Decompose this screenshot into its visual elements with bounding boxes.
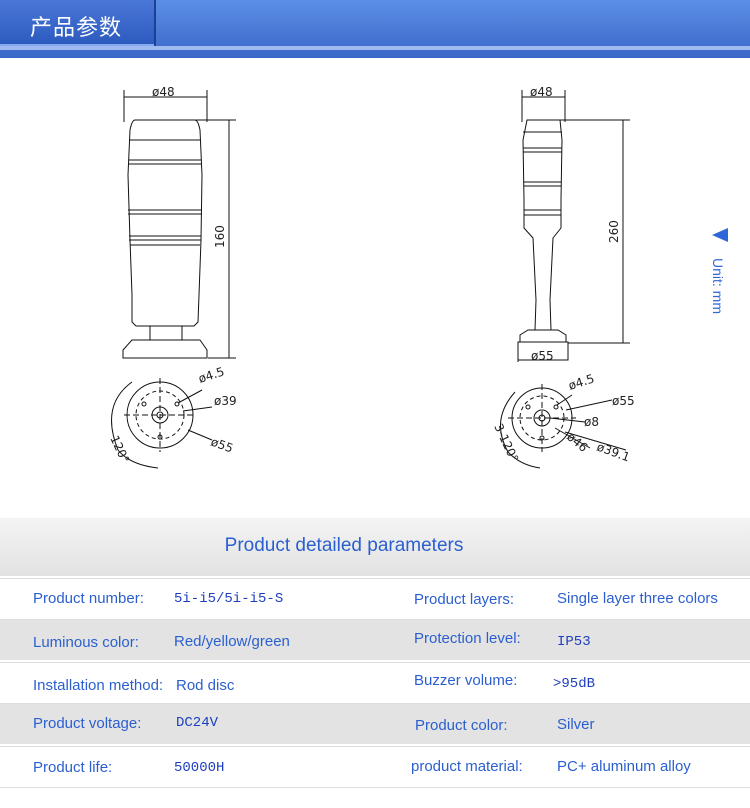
left-angle: 120° bbox=[107, 433, 132, 465]
param-label: Product voltage: bbox=[33, 715, 142, 732]
param-value: Silver bbox=[557, 716, 595, 733]
right-center-diameter: ø8 bbox=[584, 415, 599, 429]
param-label: Buzzer volume: bbox=[414, 672, 518, 689]
param-label: Product number: bbox=[33, 590, 144, 607]
right-hole-diameter: ø4.5 bbox=[567, 371, 596, 392]
param-label: Luminous color: bbox=[33, 634, 139, 651]
param-label: Product life: bbox=[33, 759, 113, 776]
right-tower-drawing: ø48 ø55 260 ø4.5 ø55 ø8 ø46 bbox=[491, 85, 635, 469]
header-tab bbox=[0, 0, 156, 46]
param-value: Single layer three colors bbox=[557, 590, 718, 607]
header-rule bbox=[0, 46, 750, 50]
right-angle: 3-120° bbox=[491, 421, 521, 464]
param-value: 5i-i5/5i-i5-S bbox=[174, 591, 284, 607]
params-row: Product life: 50000H product material: P… bbox=[0, 746, 750, 788]
left-hole-diameter: ø4.5 bbox=[197, 364, 226, 385]
param-value: PC+ aluminum alloy bbox=[557, 758, 691, 775]
param-value: Rod disc bbox=[176, 677, 235, 694]
left-top-diameter: ø48 bbox=[152, 85, 175, 99]
right-top-diameter: ø48 bbox=[530, 85, 553, 99]
unit-arrow-icon bbox=[712, 228, 728, 242]
right-height: 260 bbox=[607, 220, 621, 243]
technical-drawings: ø48 160 ø4.5 ø39 ø55 120° bbox=[107, 85, 635, 469]
left-tower-drawing: ø48 160 ø4.5 ø39 ø55 120° bbox=[107, 85, 237, 469]
params-title: Product detailed parameters bbox=[224, 535, 464, 556]
param-label: Installation method: bbox=[33, 677, 164, 694]
unit-label: Unit: mm bbox=[710, 258, 726, 314]
section-header: 产品参数 bbox=[0, 0, 750, 58]
param-label: Product color: bbox=[415, 717, 508, 734]
params-row: Installation method: Rod disc Buzzer vol… bbox=[0, 662, 750, 704]
right-base-diameter: ø55 bbox=[612, 394, 635, 408]
right-base-width: ø55 bbox=[531, 349, 554, 363]
left-height: 160 bbox=[213, 225, 227, 248]
left-bolt-circle: ø39 bbox=[214, 394, 237, 408]
param-label: product material: bbox=[411, 758, 523, 775]
param-value: IP53 bbox=[557, 634, 591, 650]
param-value: Red/yellow/green bbox=[174, 633, 290, 650]
params-row: Product number: 5i-i5/5i-i5-S Product la… bbox=[0, 578, 750, 620]
param-value: DC24V bbox=[176, 715, 219, 731]
right-bolt-circle: ø39.1 bbox=[595, 440, 632, 465]
param-label: Product layers: bbox=[414, 591, 515, 608]
header-title: 产品参数 bbox=[30, 16, 123, 41]
params-title-band bbox=[0, 518, 750, 576]
param-value: 50000H bbox=[174, 760, 225, 776]
param-value: >95dB bbox=[553, 676, 596, 692]
param-label: Protection level: bbox=[414, 630, 521, 647]
params-row: Product voltage: DC24V Product color: Si… bbox=[0, 704, 750, 744]
left-base-diameter: ø55 bbox=[209, 435, 235, 456]
params-row: Luminous color: Red/yellow/green Protect… bbox=[0, 620, 750, 660]
